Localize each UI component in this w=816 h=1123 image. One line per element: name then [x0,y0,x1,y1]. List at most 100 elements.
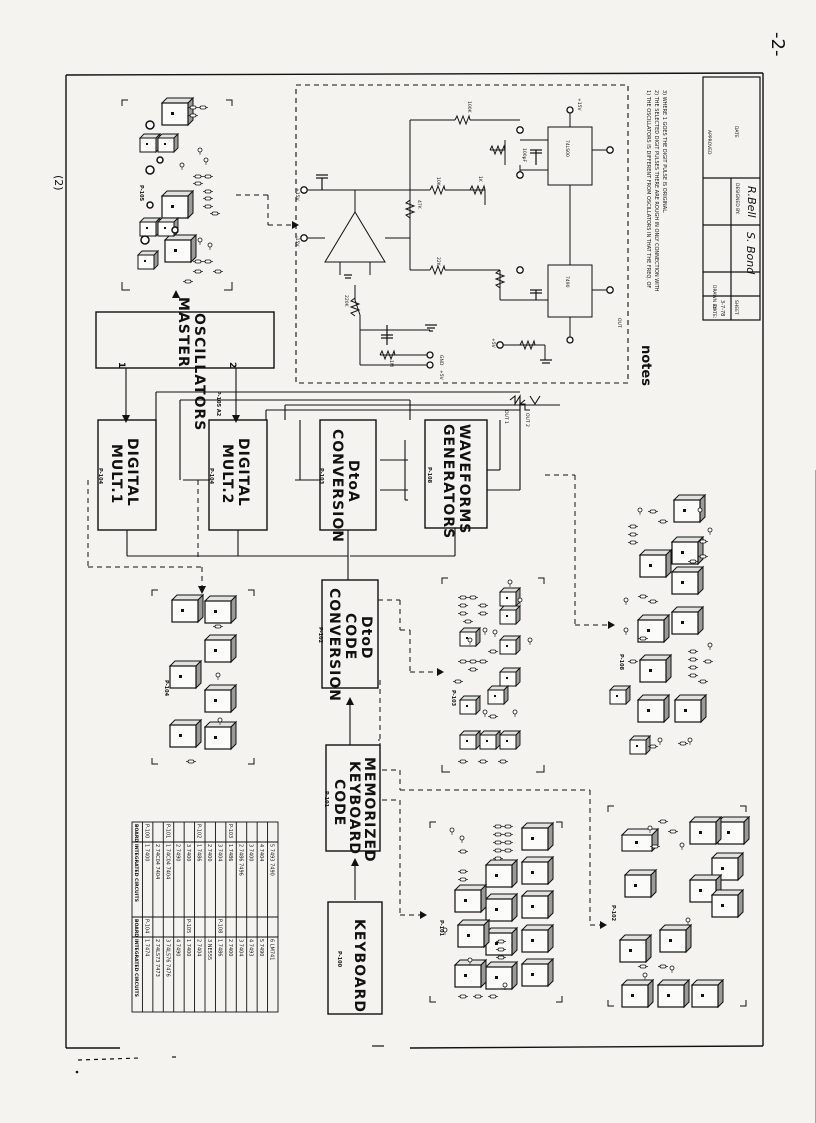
board-p102: P-102 [607,805,750,1008]
block-d-to-a: DtoA CONVERSION P-103 [318,419,377,543]
arrowheads [122,290,359,866]
svg-text:+15V: +15V [294,188,300,201]
notes-title: notes [638,345,653,386]
svg-text:P-103: P-103 [450,690,456,707]
block-wiring [125,368,560,900]
table-cell: 2 7404 [196,939,202,957]
svg-text:47K: 47K [416,200,422,210]
table-cell: 5 7493 7490 [269,844,275,876]
drawn-by-signature: S. Bond [744,232,757,275]
svg-text:P-105 A2: P-105 A2 [215,391,221,417]
table-cell: 3 7400 [248,844,254,862]
block-memorized-keyboard-code: MEMORIZED KEYBOARD CODE P-101 [323,744,381,863]
table-cell: P-102 [196,824,202,838]
svg-text:1M: 1M [388,360,394,367]
notes: notes 1) THE OSCILLATORS IS DIFFERENT FR… [638,90,667,386]
svg-text:100pF: 100pF [521,148,527,162]
svg-text:100K: 100K [466,101,472,114]
board-p101: P-101 [429,821,563,1003]
outer-frame [65,72,764,1049]
table-cell: 2 74C04 7404 [154,844,160,879]
table-cell: 2 7490 [175,844,181,862]
waveform-out-1: OUT 1 [503,410,509,424]
table-cell: 3 NE555 [206,939,212,960]
svg-text:CODE: CODE [331,779,347,826]
svg-text:DESIGNED BY:: DESIGNED BY: [734,183,740,215]
table-cell: 4 7493 [248,939,254,957]
svg-text:1) THE OSCILLATORS IS DIFFEREN: 1) THE OSCILLATORS IS DIFFERENT FROM OSC… [645,90,651,288]
board-p108: P-108 [609,494,714,755]
table-cell: P-105 [185,919,191,933]
svg-text:P-101: P-101 [323,791,329,808]
table-cell: P-108 [216,919,222,933]
table-cell: 1 7486 [216,939,222,957]
table-cell: 3 7404 [216,844,222,862]
svg-text:P-108: P-108 [426,467,432,484]
block-digital-mult-1: DIGITAL MULT.1 P-104 [97,419,157,531]
table-cell: 1 7486 [196,844,202,862]
svg-text:+15V: +15V [576,98,582,111]
block-digital-mult-2: DIGITAL MULT.2 P-104 [208,419,268,531]
title-block-text: APPROVED DRAWN BY: DATE: DESIGNED BY: DA… [706,126,758,318]
table-cell: 3 7404 [237,939,243,957]
table-cell: P-101 [164,824,170,838]
table-cell: 1 7400 [185,939,191,957]
svg-text:KEYBOARD: KEYBOARD [351,919,367,1013]
block-keyboard: KEYBOARD P-100 [327,901,383,1015]
svg-text:220K: 220K [343,295,349,308]
svg-text:CONVERSION: CONVERSION [329,429,345,543]
table-cell: 5 7490 [258,939,264,957]
board-p104: P-104 [151,589,255,765]
block-master-oscillators: MASTER OSCILLATORS P-105 A2 [95,297,275,431]
svg-text:P-101: P-101 [438,920,444,937]
table-cell: P-104 [143,919,149,933]
svg-text:APPROVED: APPROVED [706,130,712,155]
table-cell: 3 7400 [185,844,191,862]
table-cell: 4 7490 [175,939,181,957]
board-p103: P-103 [441,577,545,773]
svg-text:GND: GND [438,355,444,366]
svg-text:SHEET: SHEET [733,300,739,315]
title-block [702,76,761,321]
svg-text:CODE: CODE [342,613,358,660]
svg-text:P-108: P-108 [618,654,624,671]
svg-text:P-102: P-102 [610,905,616,922]
svg-text:DtoD: DtoD [358,616,374,660]
svg-text:7490: 7490 [564,276,570,288]
svg-text:22K: 22K [435,257,441,267]
svg-text:10K: 10K [435,177,441,187]
table-cell: 4 7404 [258,844,264,862]
corner-mark: (2) [52,175,65,191]
svg-text:3-7-78: 3-7-78 [719,300,725,316]
scan-dot [75,1070,79,1074]
svg-text:GENERATORS: GENERATORS [440,424,456,539]
svg-text:P-103: P-103 [318,468,324,485]
svg-text:P-102: P-102 [317,627,323,644]
table-cell: 1 74C04 7404 [164,844,170,879]
page-number: -2- [767,32,788,56]
osc-output-2: 2 [227,362,237,368]
svg-text:DtoA: DtoA [345,460,361,503]
svg-text:74LS00: 74LS00 [564,140,570,157]
svg-text:WAVEFORMS: WAVEFORMS [456,424,472,534]
svg-text:+5V: +5V [490,338,496,349]
svg-text:MASTER: MASTER [175,297,191,368]
svg-text:3) WHERE 1 GOES THE DIGIT PULS: 3) WHERE 1 GOES THE DIGIT PULSE IS ORIGI… [661,90,667,214]
table-header-cell: INTEGRATED CIRCUITS [133,844,139,902]
svg-text:DIGITAL: DIGITAL [124,438,140,507]
svg-text:P-104: P-104 [208,468,214,485]
block-d-to-d: DtoD CODE CONVERSION P-102 [317,579,379,702]
svg-text:DIGITAL: DIGITAL [235,438,251,507]
table-cell: 2 7486 7496 [237,844,243,876]
table-header-cell: BOARD [133,824,139,842]
osc-output-1: 1 [116,362,126,368]
block-waveforms: WAVEFORMS GENERATORS P-108 [424,419,488,539]
table-cell: 1 7400 [143,844,149,862]
table-header-cell: INTEGRATED CIRCUITS [133,939,139,997]
table-cell: P-100 [143,824,149,838]
svg-text:-15V: -15V [294,236,300,247]
svg-text:P-104: P-104 [163,680,169,697]
table-header-cell: BOARD [133,919,139,937]
ic-table: BOARD INTEGRATED CIRCUITS BOARD INTEGRATED … [131,821,279,1013]
